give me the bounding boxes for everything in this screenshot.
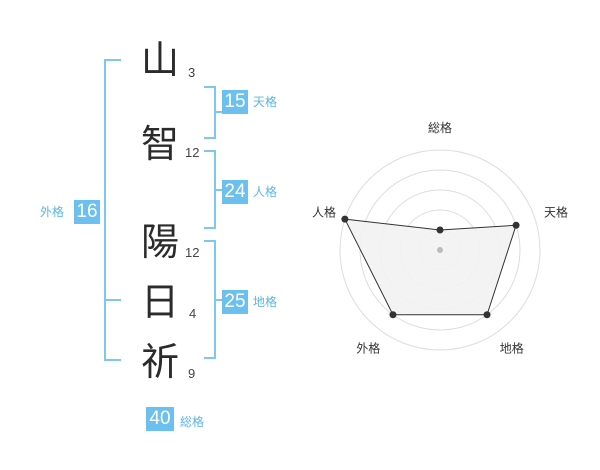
jinkaku-tick [216, 189, 222, 191]
gaikaku-badge: 16 [74, 200, 100, 224]
radar-point-1 [436, 226, 444, 234]
stroke-count-5: 9 [188, 366, 196, 381]
radar-center-dot [437, 247, 443, 253]
jinkaku-label: 人格 [253, 185, 278, 199]
radar-point-5 [341, 215, 349, 223]
radar-value-area [344, 218, 517, 316]
gaikaku-label: 外格 [40, 205, 65, 219]
name-char-3: 陽 [140, 220, 179, 264]
radar-axis-label-1: 総格 [428, 120, 452, 135]
stroke-count-3: 12 [185, 245, 200, 260]
radar-point-3 [483, 311, 491, 319]
stroke-count-2: 12 [185, 145, 200, 160]
stroke-count-4: 4 [189, 306, 197, 321]
tenkaku-badge: 15 [222, 90, 248, 114]
tenkaku-bracket [204, 86, 216, 139]
chikaku-tick [216, 299, 222, 301]
tenkaku-tick [216, 111, 222, 113]
name-char-2: 智 [140, 122, 179, 166]
radar-point-2 [512, 221, 520, 229]
gaikaku-tick-top [106, 299, 121, 301]
chikaku-label: 地格 [253, 295, 278, 309]
name-char-5: 祈 [140, 340, 179, 384]
chikaku-badge: 25 [222, 290, 248, 314]
radar-axis-label-4: 外格 [356, 341, 380, 356]
soukaku-label: 総格 [180, 415, 205, 429]
jinkaku-badge: 24 [222, 180, 248, 204]
tenkaku-label: 天格 [253, 95, 278, 109]
radar-grid-ring [339, 149, 541, 351]
radar-axis-label-2: 天格 [544, 204, 568, 219]
soukaku-badge: 40 [146, 407, 174, 431]
gaikaku-bracket [104, 59, 121, 361]
radar-axis-label-5: 人格 [312, 204, 336, 219]
name-char-4: 日 [140, 280, 179, 324]
chikaku-bracket [204, 240, 216, 359]
name-char-1: 山 [140, 38, 179, 82]
radar-point-4 [389, 311, 397, 319]
radar-axis-label-3: 地格 [500, 341, 524, 356]
stroke-count-1: 3 [188, 65, 196, 80]
jinkaku-bracket [204, 150, 216, 229]
